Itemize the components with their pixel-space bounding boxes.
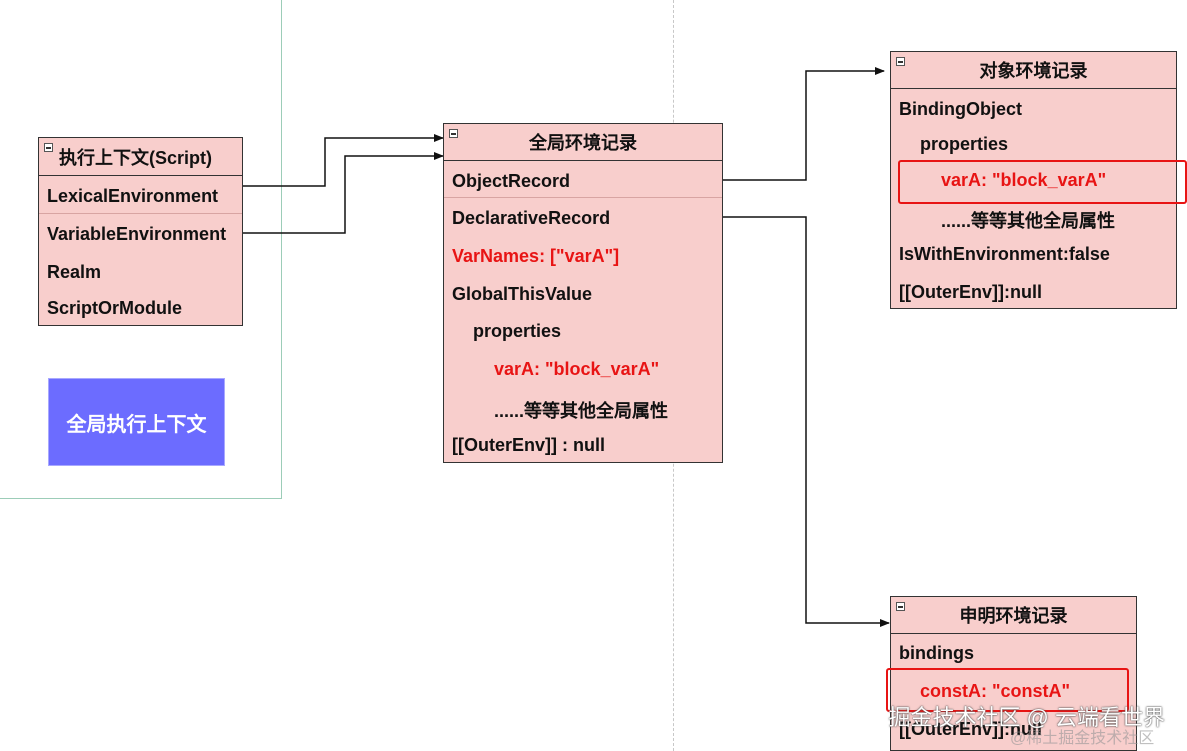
arrow-object-record	[722, 67, 885, 181]
collapse-icon[interactable]	[896, 57, 905, 66]
decl-env-box: 申明环境记录 bindings constA: "constA" [[Outer…	[890, 596, 1137, 751]
row-object-record: ObjectRecord	[452, 171, 571, 191]
row-other-props: ......等等其他全局属性	[941, 211, 1116, 231]
row-const-a: constA: "constA"	[920, 681, 1071, 701]
row-outer-env: [[OuterEnv]] : null	[452, 435, 605, 455]
row-var-a: varA: "block_varA"	[494, 359, 660, 379]
global-env-box: 全局环境记录 ObjectRecord DeclarativeRecord Va…	[443, 123, 723, 463]
decl-env-header: 申明环境记录	[891, 597, 1136, 634]
row-var-a: varA: "block_varA"	[941, 170, 1107, 190]
arrow-variable-to-global	[243, 152, 444, 234]
highlight-var-a	[898, 160, 1187, 204]
row-bindings: bindings	[899, 643, 974, 663]
collapse-icon[interactable]	[44, 143, 53, 152]
arrow-declarative-record	[722, 216, 890, 627]
row-other-props: ......等等其他全局属性	[494, 401, 669, 421]
row-properties: properties	[473, 321, 562, 341]
global-env-title: 全局环境记录	[529, 133, 637, 153]
row-is-with-environment: IsWithEnvironment:false	[899, 244, 1110, 264]
object-env-box: 对象环境记录 BindingObject properties varA: "b…	[890, 51, 1177, 309]
context-frame	[0, 0, 282, 499]
row-global-this-value: GlobalThisValue	[452, 284, 593, 304]
watermark-sub: @稀土掘金技术社区	[1010, 730, 1155, 747]
collapse-icon[interactable]	[896, 602, 905, 611]
object-env-header: 对象环境记录	[891, 52, 1176, 89]
row-outer-env: [[OuterEnv]]:null	[899, 719, 1042, 739]
highlight-const-a	[886, 668, 1129, 712]
global-env-header: 全局环境记录	[444, 124, 722, 161]
row-separator	[444, 197, 722, 198]
exec-context-header: 执行上下文(Script)	[39, 138, 242, 176]
exec-context-title: 执行上下文(Script)	[59, 147, 212, 168]
global-exec-context-label: 全局执行上下文	[48, 378, 225, 466]
object-env-title: 对象环境记录	[979, 61, 1088, 81]
row-lexical-environment: LexicalEnvironment	[47, 186, 219, 206]
exec-context-box: 执行上下文(Script) LexicalEnvironment Variabl…	[38, 137, 243, 326]
row-binding-object: BindingObject	[899, 99, 1022, 119]
decl-env-title: 申明环境记录	[959, 606, 1068, 626]
watermark: 掘金技术社区 @ 云端看世界	[888, 705, 1165, 730]
arrow-lexical-to-global	[243, 134, 444, 187]
row-outer-env: [[OuterEnv]]:null	[899, 282, 1042, 302]
row-realm: Realm	[47, 262, 102, 282]
row-variable-environment: VariableEnvironment	[47, 224, 227, 244]
row-separator	[39, 213, 242, 214]
collapse-icon[interactable]	[449, 129, 458, 138]
row-var-names: VarNames: ["varA"]	[452, 246, 620, 266]
row-script-or-module: ScriptOrModule	[47, 298, 183, 318]
row-declarative-record: DeclarativeRecord	[452, 208, 611, 228]
row-properties: properties	[920, 134, 1009, 154]
